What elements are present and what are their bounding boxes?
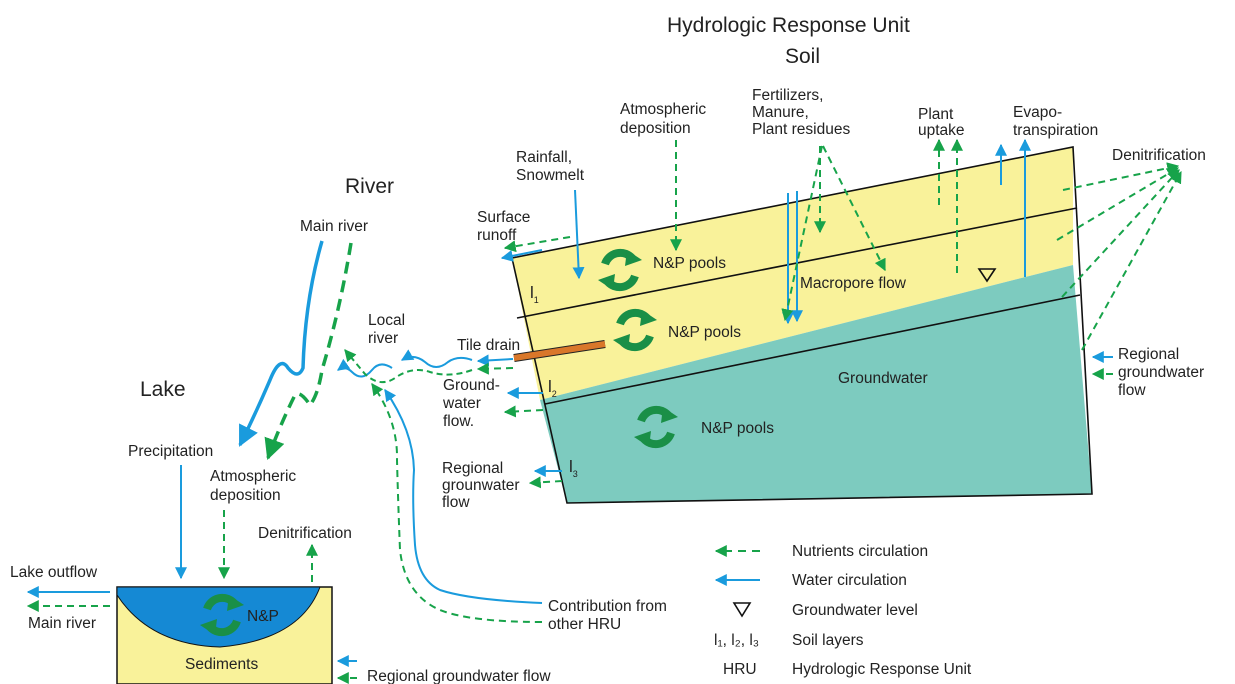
lake-outflow-label: Lake outflow <box>10 564 98 581</box>
main-river-label: Main river <box>300 218 368 235</box>
lake-nutrient-arrows <box>26 510 357 684</box>
tile-drain-nutrient-arrow <box>476 362 514 375</box>
river-title: River <box>345 175 394 198</box>
main-river-water-line <box>238 240 324 447</box>
lake-np-label: N&P <box>247 608 279 625</box>
groundwater-label: Groundwater <box>838 370 928 387</box>
layer-label-l1: l1 <box>530 283 539 305</box>
tile-drain-outflow-arrow <box>476 354 514 367</box>
hru-title: Hydrologic Response Unit <box>667 14 910 37</box>
lake-title: Lake <box>140 378 186 401</box>
hru-outline <box>511 146 1093 504</box>
tile-drain-label: Tile drain <box>457 337 520 354</box>
legend-item-soil-layers: Soil layers <box>792 632 864 649</box>
main-river-nutrient-line <box>264 242 353 460</box>
surface-runoff-nutrient-arrow <box>503 236 571 253</box>
rainfall-label: Rainfall,Snowmelt <box>516 149 585 184</box>
local-river-water-line <box>400 349 473 368</box>
local-river-nutrient-line <box>344 349 473 384</box>
precipitation-label: Precipitation <box>128 443 213 460</box>
groundwater-level-symbol <box>977 268 997 283</box>
macropore-label: Macropore flow <box>800 275 907 292</box>
contribution-water-line <box>384 389 543 604</box>
legend-triangle-symbol <box>732 602 752 618</box>
soil-title: Soil <box>785 45 820 68</box>
lake-regional-label: Regional groundwater flow <box>367 668 551 684</box>
contribution-nutrient-line <box>371 383 543 623</box>
sediments-label: Sediments <box>185 656 258 673</box>
denitrification-hru-label: Denitrification <box>1112 147 1206 164</box>
layer-boundary-2 <box>544 294 1081 405</box>
denitrification-arrow-3 <box>1061 169 1180 298</box>
legend-item-water: Water circulation <box>792 572 907 589</box>
fertilizer-arrow-3 <box>781 145 823 322</box>
lake-water-bowl <box>116 586 321 648</box>
legend-item-nutrients: Nutrients circulation <box>792 543 928 560</box>
regional-left-nutrient-arrow <box>528 476 563 489</box>
layer-label-l2: l2 <box>548 377 557 399</box>
legend-item-groundwater-level: Groundwater level <box>792 602 918 619</box>
legend-item-hru: Hydrologic Response Unit <box>792 661 972 678</box>
lake-main-river-label: Main river <box>28 615 96 632</box>
lake-water-arrows <box>26 465 357 667</box>
layer-label-l3: l3 <box>569 457 578 479</box>
legend-hru-symbol: HRU <box>723 661 757 678</box>
hru-nutrient-arrows <box>476 138 1182 489</box>
groundwater-body <box>540 265 1092 503</box>
rainfall-arrow <box>572 189 585 280</box>
groundwater-flow-nutrient-arrow <box>503 405 544 418</box>
hru-block: N&P pools N&P pools N&P pools Groundwate… <box>511 146 1093 504</box>
fertilizers-label: Fertilizers,Manure,Plant residues <box>752 87 850 138</box>
lake-denitrification-label: Denitrification <box>258 525 352 542</box>
legend: l₁, l₂, l₃ HRU Nutrients circulation Wat… <box>714 543 972 678</box>
denitrification-arrow-4 <box>1081 170 1182 351</box>
legend-soil-layers-symbol: l₁, l₂, l₃ <box>714 632 759 649</box>
pool-label-l3: N&P pools <box>701 420 774 437</box>
evapotranspiration-label: Evapo-transpiration <box>1013 104 1098 139</box>
pool-label-l2: N&P pools <box>668 324 741 341</box>
surface-runoff-arrow <box>500 249 543 262</box>
denitrification-arrow-1 <box>1062 162 1180 191</box>
local-river-water-line-2 <box>337 358 393 378</box>
pool-label-l1: N&P pools <box>653 255 726 272</box>
